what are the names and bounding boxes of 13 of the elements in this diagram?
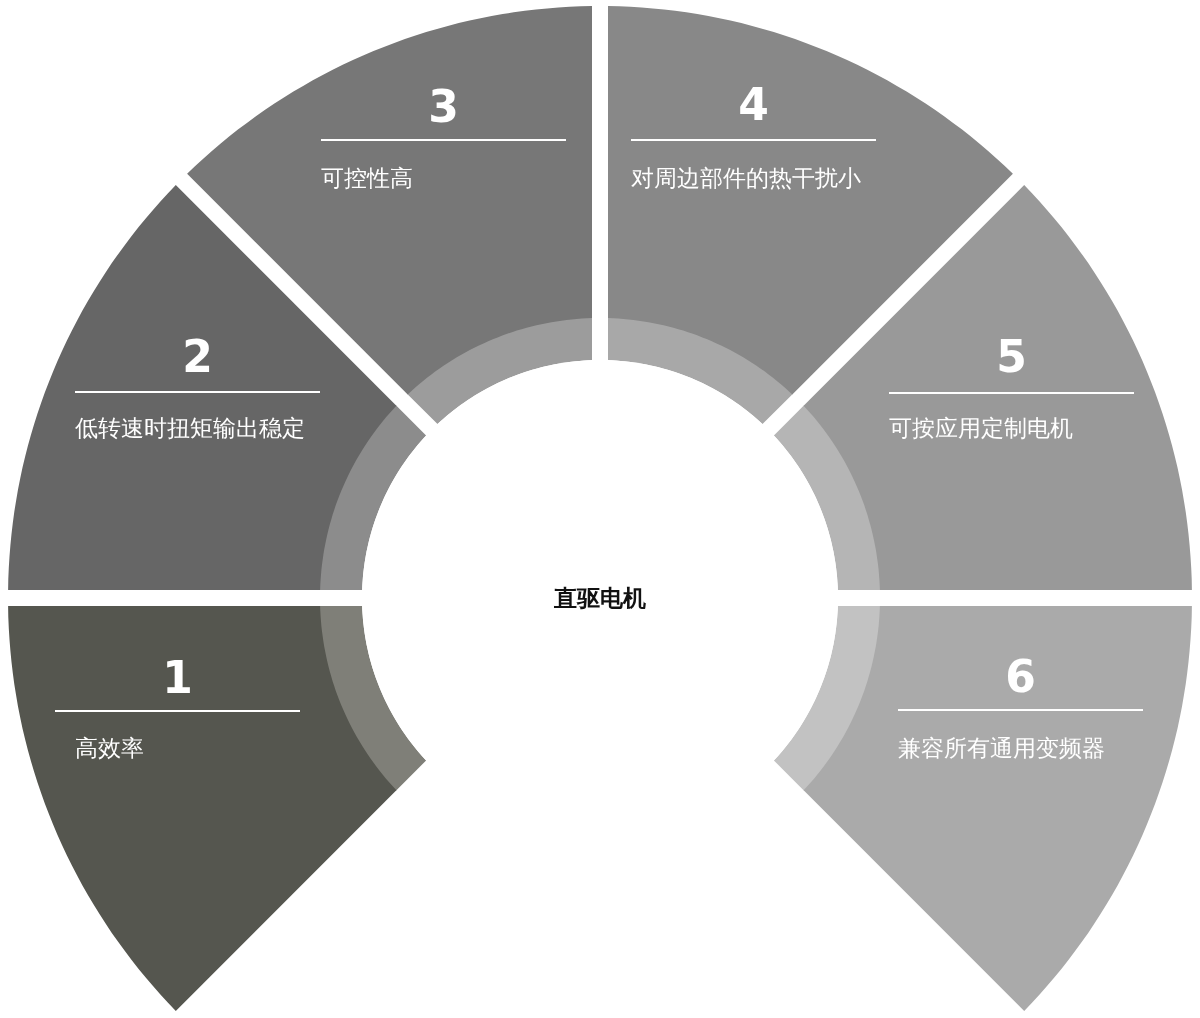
segment-label: 对周边部件的热干扰小 (631, 164, 862, 193)
segment-label: 可控性高 (321, 164, 414, 193)
segment-number: 6 (1004, 652, 1037, 702)
segment-number: 4 (737, 80, 770, 130)
segment-label: 高效率 (75, 734, 145, 763)
segment-number: 1 (161, 653, 194, 703)
segment-number: 5 (995, 332, 1028, 382)
center-title: 直驱电机 (554, 583, 646, 613)
segment-label: 低转速时扭矩输出稳定 (75, 414, 306, 443)
segment-number: 2 (181, 332, 214, 382)
segment-number: 3 (427, 82, 460, 132)
segment-label: 可按应用定制电机 (889, 414, 1074, 443)
segment-label: 兼容所有通用变频器 (898, 734, 1106, 763)
